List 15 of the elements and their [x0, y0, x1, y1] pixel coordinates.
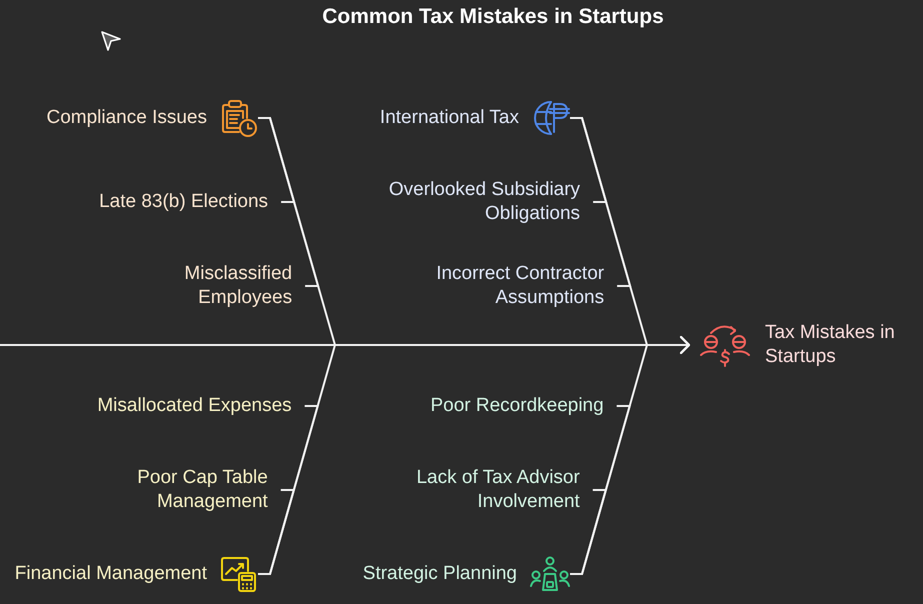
- cause-label: Late 83(b) Elections: [99, 190, 268, 214]
- category-label: International Tax: [380, 106, 519, 130]
- cause-label: Poor Recordkeeping: [430, 394, 604, 418]
- category-label: Financial Management: [14, 562, 207, 586]
- cause-label: Overlooked Subsidiary Obligations: [388, 178, 580, 226]
- effect-label: Tax Mistakes in Startups: [765, 321, 896, 369]
- bone-arrow: [570, 336, 690, 575]
- diagram-title: Common Tax Mistakes in Startups: [322, 4, 664, 30]
- cause-label: Poor Cap Table Management: [136, 466, 268, 514]
- category-label: Compliance Issues: [46, 106, 207, 130]
- cause-label: Lack of Tax Advisor Involvement: [415, 466, 580, 514]
- category-label: Strategic Planning: [362, 562, 517, 586]
- cause-label: Misallocated Expenses: [97, 394, 292, 418]
- cause-label: Misclassified Employees: [183, 262, 292, 310]
- cause-label: Incorrect Contractor Assumptions: [435, 262, 604, 310]
